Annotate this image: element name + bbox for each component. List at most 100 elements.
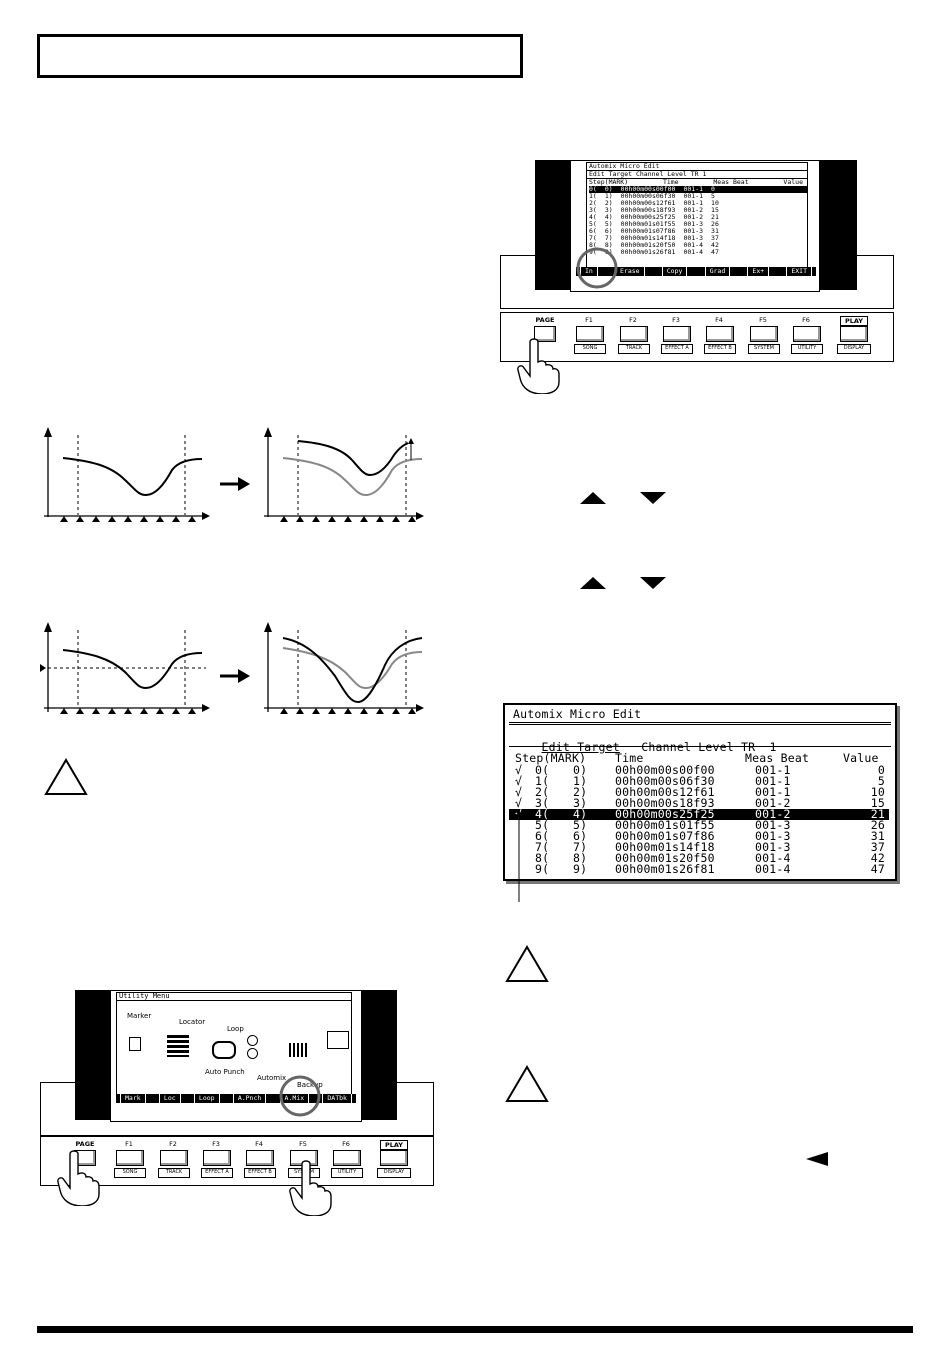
automix-icon bbox=[289, 1043, 309, 1057]
meas-beat-cell: 001-3 bbox=[755, 829, 791, 843]
softkey-0[interactable]: In bbox=[580, 267, 598, 276]
f2-sub-label: TRACK bbox=[158, 1168, 190, 1178]
f6-label: F6 bbox=[342, 1140, 350, 1148]
mini-cell: 001-2 bbox=[683, 206, 704, 214]
play-label: PLAY bbox=[380, 1140, 408, 1150]
softkey-5[interactable]: EXIT bbox=[786, 267, 812, 276]
step-check: √ bbox=[515, 774, 523, 788]
time-cell: 00h00m00s12f61 bbox=[615, 785, 715, 799]
f6-button[interactable] bbox=[793, 326, 821, 342]
mark-number: 8) bbox=[573, 851, 588, 865]
cursor-down-icon bbox=[640, 492, 666, 504]
pressing-finger-icon bbox=[517, 338, 560, 394]
mini-cell: 6( bbox=[589, 227, 597, 235]
f4-button[interactable] bbox=[246, 1150, 274, 1166]
softkey-1[interactable]: Erase bbox=[615, 267, 645, 276]
mark-number: 5) bbox=[573, 818, 588, 832]
mini-cell: 00h00m01s07f86 bbox=[620, 227, 676, 235]
pressing-finger-icon bbox=[57, 1150, 100, 1206]
col-header-time: Time bbox=[615, 751, 644, 765]
play-button[interactable] bbox=[840, 326, 868, 342]
graph-before-after-bottom bbox=[40, 622, 424, 714]
loop-icon bbox=[212, 1041, 236, 1059]
softkey-0[interactable]: Mark bbox=[120, 1094, 146, 1103]
softkey-5[interactable]: DATbk bbox=[322, 1094, 352, 1103]
f2-label: F2 bbox=[629, 316, 637, 324]
f3-button[interactable] bbox=[203, 1150, 231, 1166]
f3-sub-label: EFFECT A bbox=[661, 344, 693, 354]
mini-cell: 6) bbox=[604, 227, 613, 235]
lcd-edit-target: Edit Target Channel Level TR 1 bbox=[513, 731, 887, 764]
play-button[interactable] bbox=[380, 1150, 408, 1166]
meas-beat-cell: 001-2 bbox=[755, 796, 791, 810]
f1-button[interactable] bbox=[116, 1150, 144, 1166]
automix-step-table: Step(MARK) Time Meas Beat Value √0(0)00h… bbox=[505, 751, 895, 876]
f2-sub-label: TRACK bbox=[618, 344, 650, 354]
f1-button[interactable] bbox=[576, 326, 604, 342]
display-label: DISPLAY bbox=[837, 344, 871, 354]
time-cell: 00h00m01s14f18 bbox=[615, 840, 715, 854]
highlight-circle bbox=[279, 1075, 321, 1117]
locator-label: Locator bbox=[179, 1018, 206, 1026]
softkey-1[interactable]: Loc bbox=[158, 1094, 181, 1103]
mini-cell: 21 bbox=[711, 213, 719, 221]
col-header-step: Step(MARK) bbox=[515, 751, 587, 765]
f2-button[interactable] bbox=[160, 1150, 188, 1166]
mini-cell: 4) bbox=[604, 213, 613, 221]
lcd-title: Automix Micro Edit bbox=[513, 707, 642, 721]
marker-label: Marker bbox=[127, 1012, 152, 1020]
meas-beat-cell: 001-3 bbox=[755, 818, 791, 832]
value-cell: 0 bbox=[877, 763, 885, 777]
softkey-3[interactable]: A.Pnch bbox=[232, 1094, 267, 1103]
step-number: 6( bbox=[535, 829, 550, 843]
caution-icon bbox=[505, 1065, 549, 1102]
caution-icon bbox=[505, 945, 549, 982]
col-header-value: Value bbox=[843, 751, 879, 765]
value-cell: 37 bbox=[870, 840, 885, 854]
value-cell: 47 bbox=[870, 862, 885, 876]
mini-cell: 00h00m01s14f18 bbox=[620, 234, 676, 242]
mini-cell: 7) bbox=[604, 234, 613, 242]
softkey-2[interactable]: Copy bbox=[661, 267, 688, 276]
mini-cell: 00h00m00s18f93 bbox=[620, 206, 676, 214]
step-check: √ bbox=[515, 796, 523, 810]
step-number: 5( bbox=[535, 818, 550, 832]
mini-cell: 00h00m00s06f30 bbox=[620, 192, 676, 200]
backup-label: Backup bbox=[297, 1081, 323, 1089]
mini-cell: 7( bbox=[589, 234, 597, 242]
f4-button[interactable] bbox=[706, 326, 734, 342]
mini-cell: 001-4 bbox=[683, 241, 704, 249]
softkey-4[interactable]: Ex+ bbox=[747, 267, 770, 276]
f6-button[interactable] bbox=[333, 1150, 361, 1166]
mini-cell: 00h00m00s12f61 bbox=[620, 199, 676, 207]
mini-col-header: Value bbox=[783, 178, 803, 186]
cursor-up-icon bbox=[580, 492, 606, 504]
f5-button[interactable] bbox=[750, 326, 778, 342]
edit-target-value[interactable]: Channel Level TR 1 bbox=[641, 740, 777, 754]
value-cell: 15 bbox=[870, 796, 885, 810]
f3-label: F3 bbox=[212, 1140, 220, 1148]
softkey-2[interactable]: Loop bbox=[193, 1094, 220, 1103]
mark-number: 1) bbox=[573, 774, 588, 788]
mini-cell: 1( bbox=[589, 192, 597, 200]
display-label: DISPLAY bbox=[377, 1168, 411, 1178]
f2-button[interactable] bbox=[620, 326, 648, 342]
f3-button[interactable] bbox=[663, 326, 691, 342]
mark-number: 4) bbox=[573, 807, 588, 821]
meas-beat-cell: 001-3 bbox=[755, 840, 791, 854]
page-button[interactable] bbox=[534, 326, 556, 342]
meas-beat-cell: 001-1 bbox=[755, 774, 791, 788]
softkey-3[interactable]: Grad bbox=[704, 267, 731, 276]
